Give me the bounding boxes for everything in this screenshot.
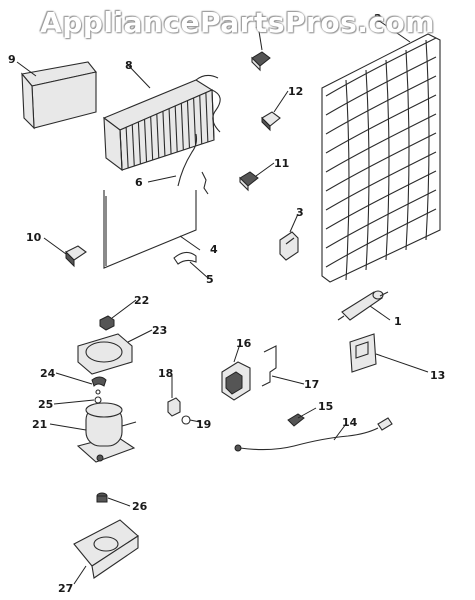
evaporator-tube <box>325 170 437 230</box>
condenser-fin <box>180 103 184 151</box>
callout-17: 17 <box>304 378 319 391</box>
callout-8: 8 <box>125 59 133 72</box>
condenser-fin <box>156 113 160 159</box>
condenser-fin <box>150 116 154 161</box>
callout-9: 9 <box>8 53 16 66</box>
evaporator-tube <box>325 37 437 97</box>
evaporator-tube <box>325 113 437 173</box>
evaporator-tube <box>325 189 437 249</box>
part-26-grommet <box>96 492 108 503</box>
callout-4: 4 <box>210 243 218 256</box>
callout-1: 1 <box>394 315 402 328</box>
callout-labels: 2 7 9 8 12 6 11 3 10 4 5 22 1 23 16 24 1… <box>8 12 445 595</box>
condenser-fin <box>162 111 166 157</box>
condenser-fin <box>131 124 135 167</box>
part-24-clip <box>91 376 107 387</box>
evaporator-fin <box>405 49 410 251</box>
part-14-cord <box>234 417 393 452</box>
callout-15: 15 <box>318 400 333 413</box>
part-25-washer <box>94 389 102 404</box>
part-11-clip <box>239 171 259 192</box>
evaporator-tube <box>325 151 437 211</box>
callout-23: 23 <box>152 324 167 337</box>
evaporator-tube <box>325 56 437 116</box>
callout-18: 18 <box>158 367 173 380</box>
part-6-tube <box>177 133 209 195</box>
part-12-clip <box>261 111 281 132</box>
condenser-fin <box>205 92 209 143</box>
condenser-fin <box>143 119 148 163</box>
part-19-clip <box>181 415 191 425</box>
callout-27: 27 <box>58 582 73 595</box>
evaporator-fin <box>425 39 430 241</box>
part-3-bracket <box>279 231 299 261</box>
part-1-drier <box>337 290 389 321</box>
condenser-fin <box>119 129 123 171</box>
part-17-cover <box>261 345 277 387</box>
part-22-nut <box>99 315 115 331</box>
condenser-fin <box>199 95 203 145</box>
callout-10: 10 <box>26 231 42 244</box>
condenser-fin <box>125 127 129 169</box>
callout-13: 13 <box>430 369 445 382</box>
evaporator-tube <box>325 75 437 135</box>
evaporator-tube <box>325 208 437 268</box>
callout-11: 11 <box>274 157 289 170</box>
callout-3: 3 <box>296 206 304 219</box>
callout-7: 7 <box>254 18 262 31</box>
part-27-base <box>73 519 139 579</box>
condenser-fin <box>186 100 191 149</box>
part-16-relay <box>221 361 251 401</box>
part-7-clip <box>251 51 271 72</box>
callout-26: 26 <box>132 500 148 513</box>
part-21-compressor <box>76 402 137 463</box>
part-9-panel <box>20 61 97 130</box>
evaporator-fin <box>345 79 350 281</box>
callout-5: 5 <box>206 273 214 286</box>
condenser-fin <box>174 105 178 153</box>
callout-16: 16 <box>236 337 252 350</box>
callout-19: 19 <box>196 418 211 431</box>
evaporator-tube <box>325 132 437 192</box>
callout-22: 22 <box>134 294 149 307</box>
part-23-pan <box>77 333 133 375</box>
condenser-fin <box>137 121 141 165</box>
part-4-harness <box>103 190 197 269</box>
evaporator-fin <box>365 69 370 271</box>
callout-6: 6 <box>135 176 143 189</box>
part-10-bracket <box>65 245 87 268</box>
callout-21: 21 <box>32 418 47 431</box>
part-2-evaporator <box>321 33 441 283</box>
callout-25: 25 <box>38 398 53 411</box>
callout-14: 14 <box>342 416 358 429</box>
leader-lines <box>16 19 429 585</box>
callout-2: 2 <box>374 12 382 25</box>
evaporator-fin <box>385 59 390 261</box>
condenser-fin <box>168 108 172 155</box>
callout-12: 12 <box>288 85 303 98</box>
part-13-bracket <box>349 333 377 373</box>
part-18-overload <box>167 397 181 417</box>
condenser-fin <box>193 97 197 147</box>
callout-24: 24 <box>40 367 56 380</box>
evaporator-tube <box>325 94 437 154</box>
part-8-condenser <box>102 74 221 172</box>
part-5-clip <box>173 251 197 265</box>
